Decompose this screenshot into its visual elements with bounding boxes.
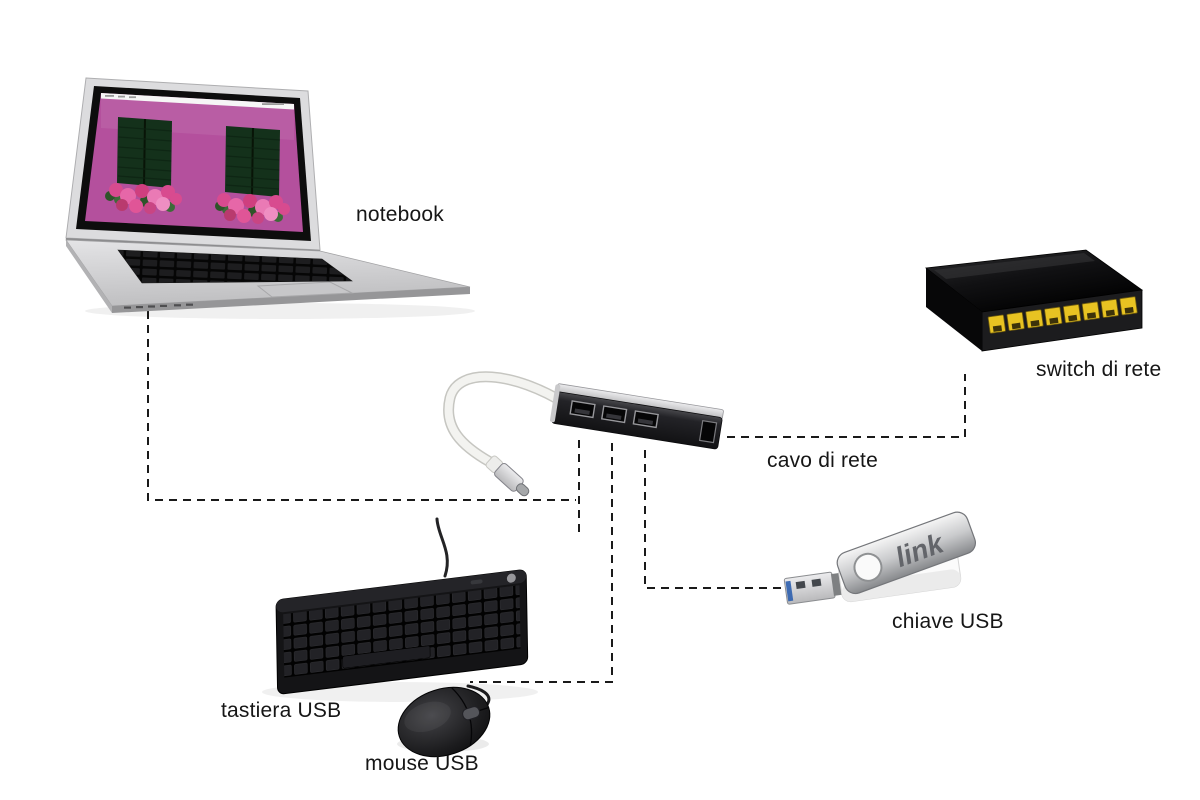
screen-window-right: [225, 126, 280, 197]
usb-ports: [569, 400, 659, 429]
switch-label: switch di rete: [1036, 358, 1162, 381]
keyboard-logo: [506, 573, 516, 583]
notebook-keyboard-keys: [117, 249, 353, 284]
line-hub-to-switch: [727, 374, 966, 438]
screen-window-left: [117, 117, 172, 188]
notebook-trackpad: [256, 281, 354, 298]
screen-flowers-left: [105, 183, 182, 214]
keyboard-cable: [435, 517, 449, 578]
keyboard-label: tastiera USB: [221, 699, 342, 722]
usb-key-swivel-clip: link: [836, 511, 977, 595]
mouse-image: [397, 684, 491, 758]
notebook-side-ports: [124, 303, 193, 309]
mouse-label: mouse USB: [365, 752, 479, 775]
line-notebook-to-hub: [147, 311, 576, 501]
mouse-cable: [466, 684, 491, 708]
screen-flowers-right: [215, 193, 290, 224]
ethernet-ports: [987, 296, 1138, 334]
hub-ethernet-port: [698, 419, 718, 444]
line-hub-to-mouse: [470, 443, 613, 683]
usb-c-connector: [485, 455, 530, 497]
notebook-label: notebook: [356, 203, 445, 226]
usb-key-label: chiave USB: [892, 610, 1004, 633]
network-switch-image: [924, 249, 1144, 352]
keyboard-image: [262, 517, 538, 702]
usb-hub-cable: [443, 371, 572, 497]
notebook-image: [65, 77, 475, 319]
mouse-scroll-wheel: [462, 706, 481, 721]
usb-hub-image: [549, 383, 724, 450]
usb-key-image: link: [783, 511, 977, 605]
cable-label: cavo di rete: [767, 449, 878, 472]
connection-lines: [147, 311, 966, 683]
line-hub-to-usb-key: [644, 450, 783, 589]
